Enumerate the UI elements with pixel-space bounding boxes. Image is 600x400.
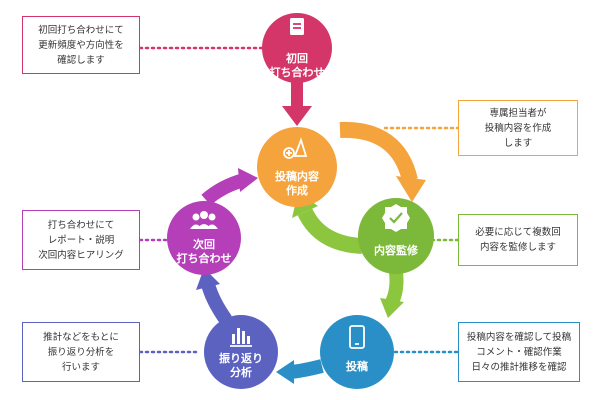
arrow-review-to-post bbox=[380, 271, 404, 318]
arrow-create-to-review bbox=[339, 121, 426, 202]
check-badge-icon bbox=[382, 204, 410, 232]
node-label-content-review: 内容監修 bbox=[374, 244, 418, 257]
note-content-review: 必要に応じて複数回 内容を監修します bbox=[458, 214, 578, 266]
document-icon bbox=[290, 18, 304, 35]
people-icon bbox=[190, 211, 218, 229]
node-label-create-content: 投稿内容 作成 bbox=[275, 170, 319, 197]
node-label-next-meeting: 次回 打ち合わせ bbox=[176, 238, 232, 265]
note-next-meeting: 打ち合わせにて レポート・説明 次回内容ヒアリング bbox=[22, 210, 140, 270]
node-content-review bbox=[358, 198, 434, 274]
note-first-meeting: 初回打ち合わせにて 更新頻度や方向性を 確認します bbox=[22, 16, 140, 74]
node-create-content bbox=[257, 127, 337, 207]
node-post bbox=[320, 315, 394, 389]
note-create-content: 専属担当者が 投稿内容を作成 します bbox=[458, 100, 578, 156]
node-label-review-analysis: 振り返り 分析 bbox=[219, 352, 263, 379]
arrow-next-to-create bbox=[201, 168, 258, 206]
connectors bbox=[138, 46, 460, 354]
pencil-icon bbox=[283, 137, 308, 159]
icons bbox=[190, 18, 410, 349]
nodes bbox=[167, 13, 434, 389]
smartphone-icon bbox=[349, 325, 365, 349]
note-post: 投稿内容を確認して投稿 コメント・確認作業 日々の推計推移を確認 bbox=[458, 322, 580, 382]
node-label-post: 投稿 bbox=[346, 360, 368, 373]
arrow-review-to-next bbox=[196, 268, 232, 325]
node-review-analysis bbox=[204, 315, 278, 389]
arrow-post-to-review bbox=[276, 359, 324, 384]
node-first-meeting bbox=[262, 13, 332, 83]
node-label-first-meeting: 初回 打ち合わせ bbox=[269, 52, 325, 79]
note-review-analysis: 推計などをもとに 振り返り分析を 行います bbox=[22, 322, 140, 382]
bar-chart-icon bbox=[230, 328, 252, 347]
node-next-meeting bbox=[167, 201, 241, 275]
arrow-first-to-create bbox=[282, 80, 312, 126]
